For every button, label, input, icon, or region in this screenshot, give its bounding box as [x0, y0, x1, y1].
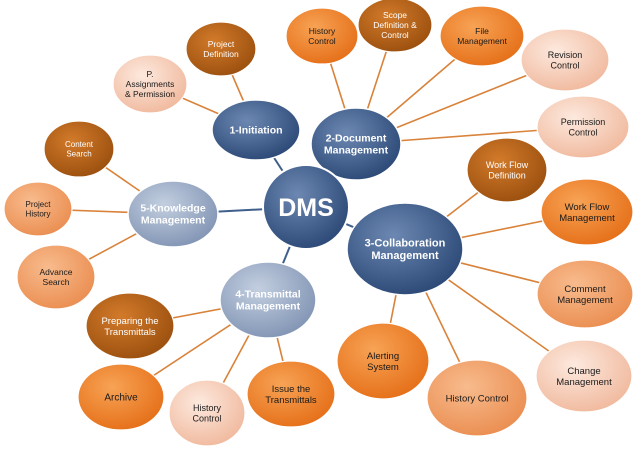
leaf-ellipse: [357, 0, 433, 53]
leaf-label: History Control: [446, 393, 509, 404]
leaf-p-assignments-permission: P.Assignments& Permission: [112, 54, 188, 114]
leaf-ellipse: [185, 21, 257, 77]
leaf-ellipse: [85, 292, 175, 360]
leaf-ellipse: [536, 259, 634, 329]
hub-label: 1-Initiation: [229, 125, 282, 137]
leaf-ellipse: [520, 28, 610, 92]
center-node-dms: DMS: [262, 164, 350, 250]
leaf-ellipse: [246, 360, 336, 428]
hub-ellipse: [219, 261, 317, 339]
leaf-ellipse: [285, 7, 359, 65]
leaf-ellipse: [540, 178, 634, 246]
leaf-ellipse: [112, 54, 188, 114]
leaf-ellipse: [43, 120, 115, 178]
hub-initiation: 1-Initiation: [211, 99, 301, 161]
leaf-archive: Archive: [77, 363, 165, 431]
leaf-ellipse: [168, 379, 246, 447]
leaf-ellipse: [336, 322, 430, 400]
leaf-ellipse: [536, 95, 630, 159]
leaf-label: Archive: [104, 393, 138, 404]
center-label: DMS: [278, 194, 334, 222]
leaf-ellipse: [535, 339, 633, 413]
hub-ellipse: [346, 202, 464, 296]
hub-ellipse: [211, 99, 301, 161]
hub-ellipse: [127, 180, 219, 248]
center-ellipse: [262, 164, 350, 250]
leaf-ellipse: [16, 244, 96, 310]
leaf-ellipse: [3, 181, 73, 237]
hub-ellipse: [310, 107, 402, 181]
leaf-label: P.Assignments& Permission: [125, 69, 175, 99]
leaf-history-control-collaboration: History Control: [426, 359, 528, 437]
leaf-ellipse: [439, 5, 525, 67]
leaf-ellipse: [77, 363, 165, 431]
leaf-ellipse: [426, 359, 528, 437]
leaf-ellipse: [466, 137, 548, 203]
